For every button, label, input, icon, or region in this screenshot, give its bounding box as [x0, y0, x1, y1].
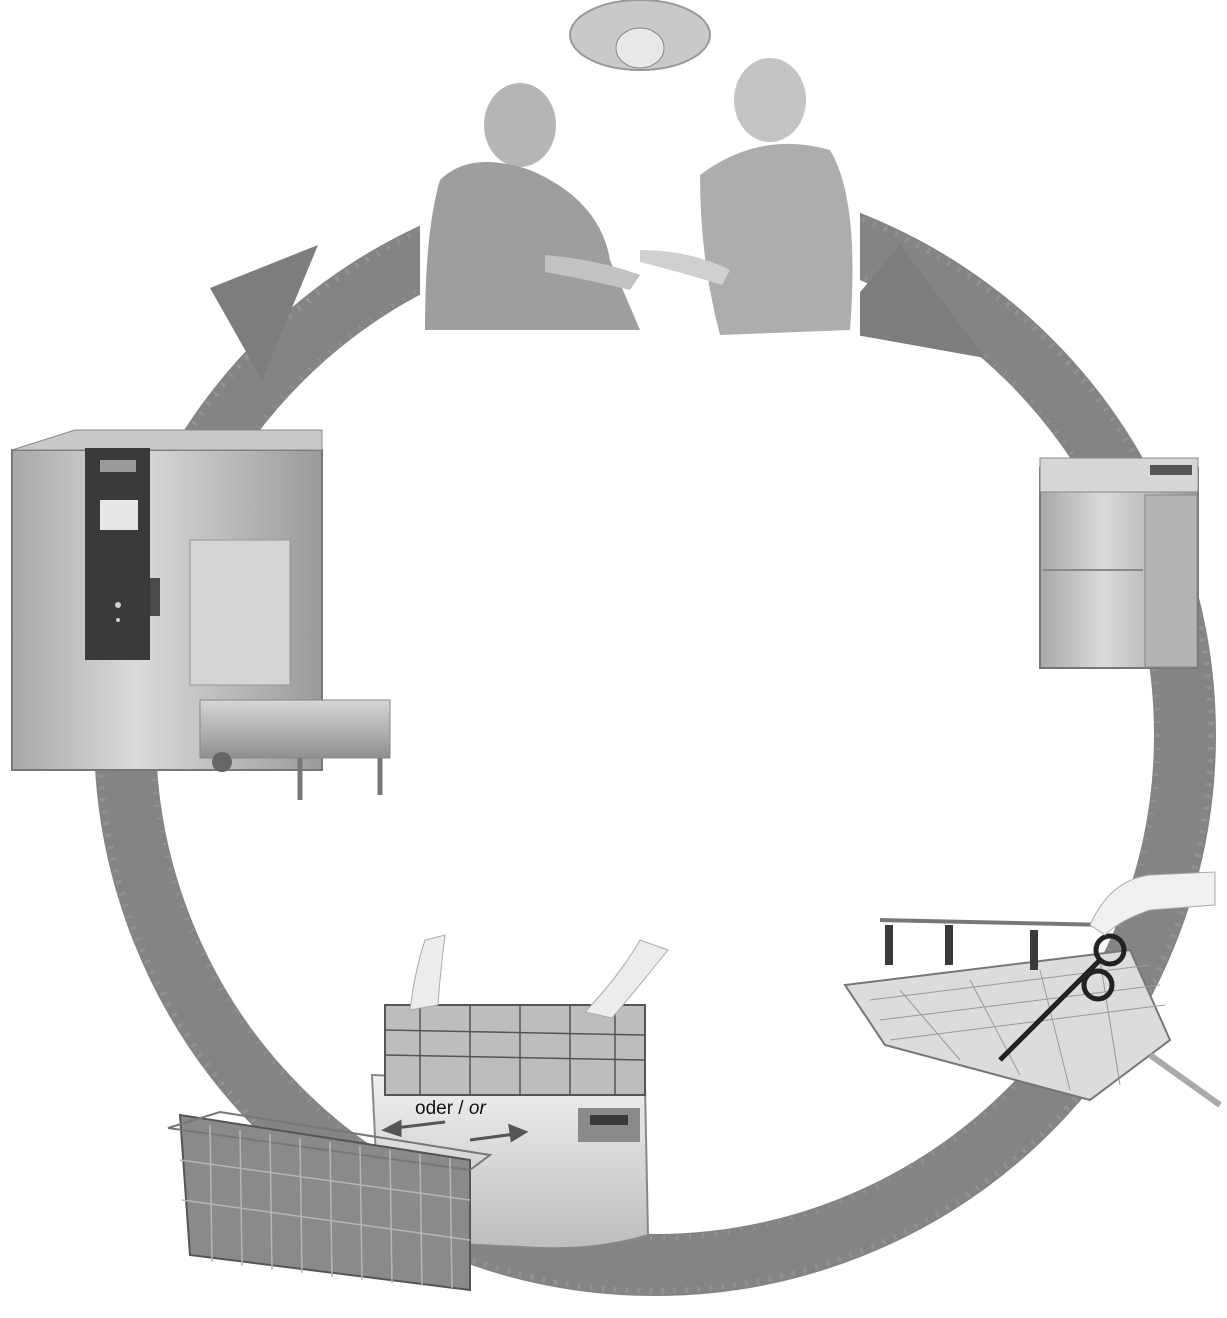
steam-sterilizer-icon — [12, 430, 390, 800]
operating-room-scene — [420, 0, 860, 340]
alternative-label: oder / or — [415, 1098, 486, 1120]
glove-left-icon — [410, 935, 445, 1010]
alternative-label-german: oder — [415, 1098, 453, 1119]
washer-disinfector-icon — [1040, 458, 1198, 668]
instrument-basket-icon — [845, 872, 1220, 1105]
alternative-label-separator: / — [453, 1098, 469, 1119]
alternative-label-english: or — [469, 1098, 486, 1119]
